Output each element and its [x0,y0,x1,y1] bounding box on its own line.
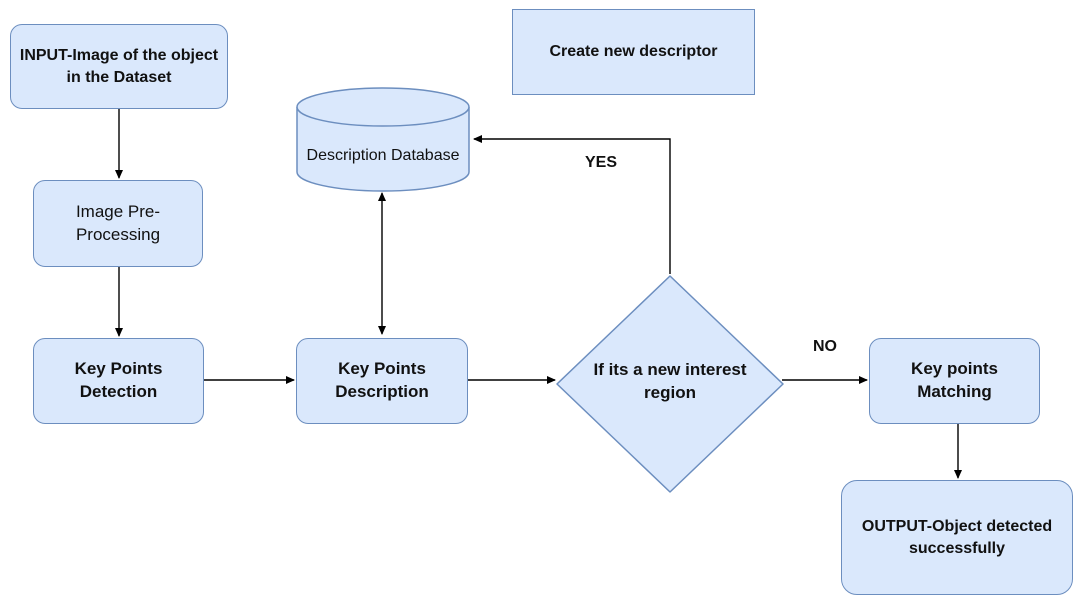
detection-node-label: Key Points Detection [74,359,163,401]
edge-label-no: NO [813,338,837,355]
preprocessing-node: Image Pre-Processing [33,180,203,267]
output-node-label: OUTPUT-Object detected successfully [861,517,1053,557]
matching-node-label: Key points Matching [911,359,998,401]
decision-diamond-shape [556,275,784,493]
create-descriptor-node-label: Create new descriptor [549,43,718,61]
database-node-label: Description Database [306,147,460,165]
edge-decision-to-database-yes [473,135,671,274]
matching-node: Key points Matching [869,338,1040,424]
decision-node-label: If its a new interest region [593,360,747,402]
preprocessing-node-label: Image Pre-Processing [75,201,161,244]
description-node: Key Points Description [296,338,468,424]
input-node: INPUT-Image of the object in the Dataset [10,24,228,109]
detection-node: Key Points Detection [33,338,204,424]
decision-node: If its a new interest region [575,354,765,410]
description-node-label: Key Points Description [335,359,429,401]
database-cylinder-shape [296,87,470,192]
create-descriptor-node: Create new descriptor [512,9,755,95]
input-node-label: INPUT-Image of the object in the Dataset [19,46,219,86]
database-node: Description Database [305,128,461,184]
output-node: OUTPUT-Object detected successfully [841,480,1073,595]
edge-label-yes: YES [585,154,618,171]
